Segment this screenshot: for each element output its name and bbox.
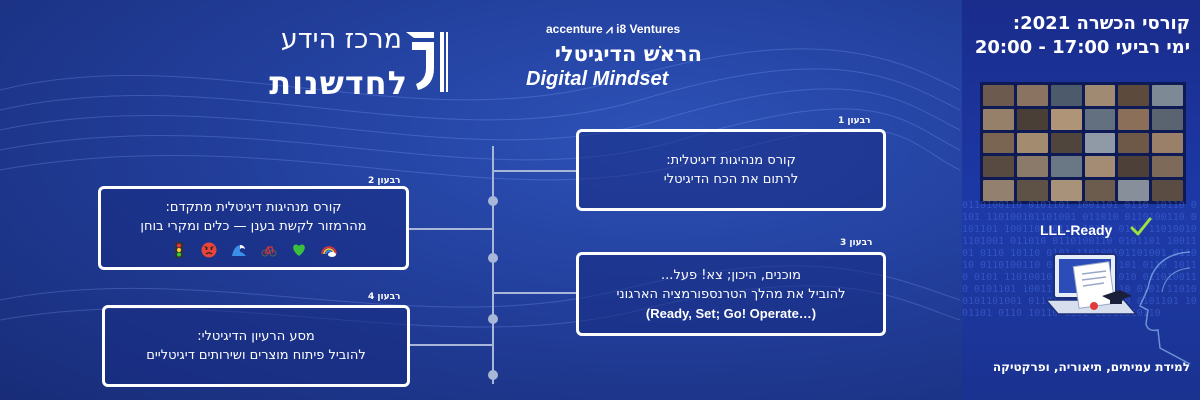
innovation-center-line2: לחדשנות <box>269 64 408 102</box>
program-english-title: Digital Mindset <box>526 68 669 90</box>
schedule-heading: קורסי הכשרה 2021: ימי רביעי 17:00 - 20:0… <box>970 12 1190 60</box>
learning-methods-footer: למידת עמיתים, תיאוריה, ופרקטיקה <box>992 360 1190 374</box>
timeline-axis <box>492 146 494 384</box>
quarter-4-tag: רבעון 4 <box>368 292 401 302</box>
timeline-dot <box>488 314 498 324</box>
course-icons <box>171 242 337 258</box>
schedule-heading-line2: ימי רביעי 17:00 - 20:00 <box>974 37 1190 58</box>
timeline-dot <box>488 196 498 206</box>
timeline-branch <box>494 170 578 172</box>
timeline-branch <box>408 228 493 230</box>
innovation-center-line1: מרכז הידע <box>280 24 402 55</box>
quarter-1-tag: רבעון 1 <box>838 116 871 126</box>
laptop-certificate-icon <box>1046 253 1138 315</box>
course-title: קורס מנהיגות דיגיטלית מתקדם: <box>165 200 342 215</box>
course-title: מוכנים, היכון; צא! פעל... <box>661 267 801 283</box>
checkmark-icon <box>1130 217 1152 236</box>
innovation-center-logo: מרכז הידע לחדשנות <box>228 20 458 102</box>
wave-icon <box>231 245 246 256</box>
course-english-subtitle: (Ready, Set; Go! Operate…) <box>645 305 817 321</box>
timeline-dot <box>488 370 498 380</box>
course-subtitle: מהרמזור לקשת בענן — כלים ומקרי בוחן <box>140 219 367 234</box>
timeline-branch <box>410 344 493 346</box>
lll-ready-badge: LLL-Ready <box>1040 222 1113 238</box>
schedule-heading-line1: קורסי הכשרה 2021: <box>1012 13 1190 34</box>
schedule-sidebar: קורסי הכשרה 2021: ימי רביעי 17:00 - 20:0… <box>962 0 1200 400</box>
timeline-dot <box>488 253 498 263</box>
course-title: מסע הרעיון הדיגיטלי: <box>197 329 315 344</box>
program-hebrew-title: הראֹש הדיגיטלי <box>554 42 702 66</box>
video-call-grid-image <box>980 82 1186 204</box>
bicycle-icon <box>260 246 277 257</box>
digital-mindset-logo: accenture ⩘ i8 Ventures הראֹש הדיגיטלי D… <box>524 18 704 94</box>
angry-face-icon <box>201 242 216 258</box>
green-heart-icon <box>292 244 305 256</box>
course-card-q1[interactable]: קורס מנהיגות דיגיטלית: לרתום את הכח הדיג… <box>576 129 886 211</box>
timeline-branch <box>494 292 578 294</box>
course-subtitle: להוביל פיתוח מוצרים ושירותים דיגיטליים <box>146 348 366 363</box>
accenture-label: accenture ⩘ i8 Ventures <box>546 22 681 36</box>
course-card-q2[interactable]: קורס מנהיגות דיגיטלית מתקדם: מהרמזור לקש… <box>98 186 409 270</box>
digital-head-outline-icon <box>1139 251 1191 365</box>
quarter-3-tag: רבעון 3 <box>840 238 873 248</box>
traffic-light-icon <box>174 242 183 258</box>
course-card-q4[interactable]: מסע הרעיון הדיגיטלי: להוביל פיתוח מוצרים… <box>102 305 410 387</box>
quarter-2-tag: רבעון 2 <box>368 176 401 186</box>
course-subtitle: לרתום את הכח הדיגיטלי <box>663 172 799 187</box>
innovation-mark-icon <box>406 32 448 92</box>
rainbow-cloud-icon <box>320 246 337 257</box>
course-title: קורס מנהיגות דיגיטלית: <box>666 153 796 168</box>
course-card-q3[interactable]: מוכנים, היכון; צא! פעל... להוביל את מהלך… <box>576 252 886 336</box>
course-subtitle: להוביל את מהלך הטרנספורמציה הארגוני <box>616 286 846 302</box>
